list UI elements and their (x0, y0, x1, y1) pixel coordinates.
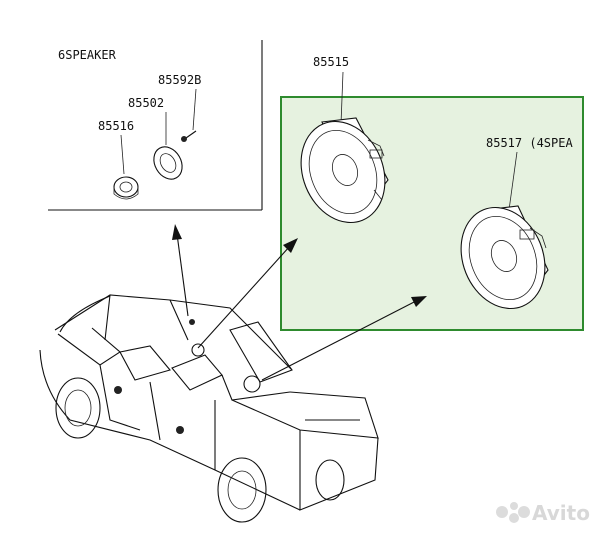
tweeter-icon (113, 176, 139, 200)
watermark-text: Avito (532, 501, 590, 525)
speaker-85515-icon (300, 117, 389, 224)
callout-85517: 85517 (4SPEA (486, 136, 573, 150)
pickup-truck-illustration (39, 294, 379, 523)
part-label-85592b: 85592B (158, 73, 201, 87)
bracket-icon (153, 146, 183, 180)
part-label-85502: 85502 (128, 96, 164, 110)
speaker-85517-icon (460, 205, 549, 310)
avito-logo-icon (496, 502, 530, 523)
inset-title: 6SPEAKER (58, 48, 117, 62)
inset-6speaker: 6SPEAKER 85592B 85502 85516 (48, 40, 263, 211)
part-label-85516: 85516 (98, 119, 134, 133)
watermark: Avito (496, 501, 590, 525)
screw-icon (181, 130, 197, 142)
callout-85515: 85515 (313, 55, 349, 69)
